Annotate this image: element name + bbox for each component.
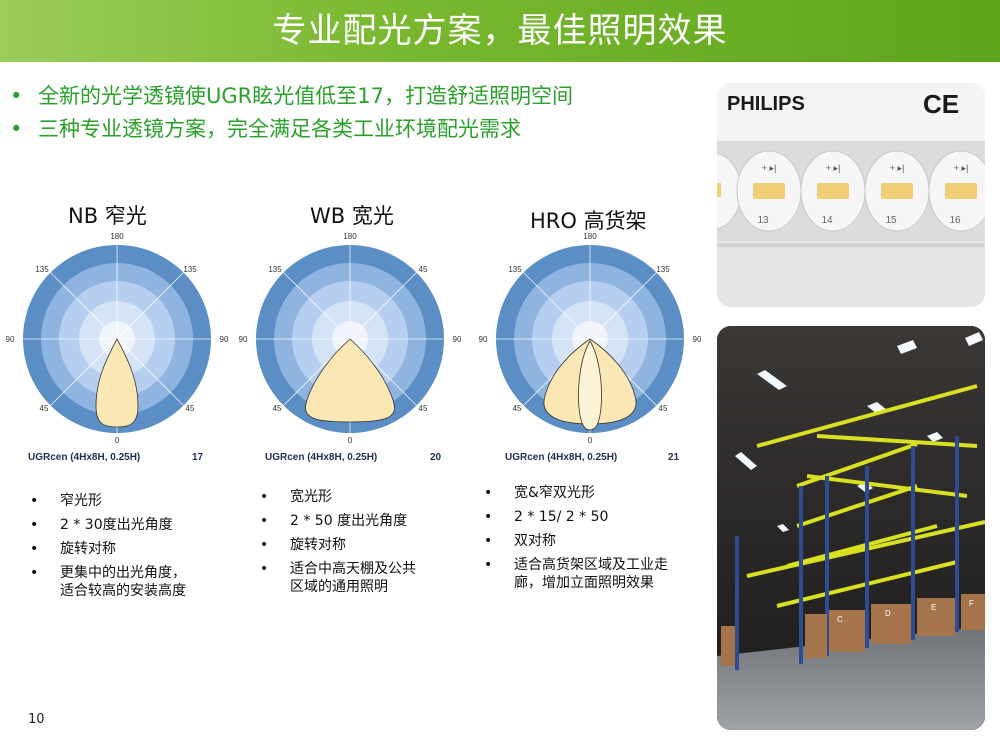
diagram-title-wb: WB 宽光 xyxy=(310,204,394,228)
feature-list-hro: •宽&窄双光形 •2 * 15/ 2 * 50 •双对称 •适合高货架区域及工业… xyxy=(484,484,709,598)
svg-text:+ ▸|: + ▸| xyxy=(826,163,841,173)
angle-label-left: 90 xyxy=(6,335,15,344)
feature-item: •2 * 50 度出光角度 xyxy=(260,513,408,529)
slide-title: 专业配光方案，最佳照明效果 xyxy=(272,11,728,51)
angle-label-lower-right: 45 xyxy=(659,404,668,413)
angle-label-bottom: 0 xyxy=(588,436,593,445)
led-chip xyxy=(817,183,849,199)
top-bullet-text: 三种专业透镜方案，完全满足各类工业环境配光需求 xyxy=(38,117,521,141)
feature-list-nb: •窄光形 •2 * 30度出光角度 •旋转对称 •更集中的出光角度， 适合较高的… xyxy=(30,492,240,606)
top-bullet-list: • 全新的光学透镜使UGR眩光值低至17，打造舒适照明空间 • 三种专业透镜方案，完… xyxy=(10,80,573,146)
led-number: 13 xyxy=(757,215,769,226)
angle-label-right: 90 xyxy=(220,335,229,344)
feature-item: •宽光形 xyxy=(260,489,332,505)
feature-item: •更集中的出光角度， 适合较高的安装高度 xyxy=(30,565,186,599)
svg-text:+ ▸|: + ▸| xyxy=(890,163,905,173)
angle-label-bottom: 0 xyxy=(115,436,120,445)
led-row: + ▸| + ▸| + ▸| + ▸| 13 14 15 16 xyxy=(717,150,985,232)
svg-text:+ ▸|: + ▸| xyxy=(762,163,777,173)
ugr-label: UGRcen (4Hx8H, 0.25H) xyxy=(265,452,378,463)
beam-shape-wb xyxy=(305,338,395,423)
angle-label-top: 180 xyxy=(110,232,124,241)
angle-label-upper-left: 135 xyxy=(268,265,282,274)
feature-item: •适合中高天棚及公共 区域的通用照明 xyxy=(260,561,416,595)
angle-label-lower-right: 45 xyxy=(186,404,195,413)
polar-diagram-wb: 180 135 45 90 90 45 45 0 xyxy=(239,232,462,445)
ugr-value: 21 xyxy=(668,452,680,463)
led-chip xyxy=(881,183,913,199)
angle-label-bottom: 0 xyxy=(348,436,353,445)
angle-label-upper-left: 135 xyxy=(508,265,522,274)
feature-item: •2 * 15/ 2 * 50 xyxy=(484,509,609,525)
ugr-label: UGRcen (4Hx8H, 0.25H) xyxy=(28,452,141,463)
angle-label-upper-left: 135 xyxy=(35,265,49,274)
feature-item: •旋转对称 xyxy=(260,537,346,553)
feature-item: •宽&窄双光形 xyxy=(484,485,595,501)
led-chip xyxy=(753,183,785,199)
beam-shape-nb xyxy=(95,338,139,428)
polar-diagram-hro: 180 135 135 90 90 45 45 0 xyxy=(479,232,702,445)
diagram-title-hro: HRO 高货架 xyxy=(530,209,647,233)
beam-shape-hro-narrow xyxy=(578,340,602,431)
svg-text:+ ▸|: + ▸| xyxy=(954,163,969,173)
bullet-marker: • xyxy=(30,541,39,557)
angle-label-upper-right: 135 xyxy=(656,265,670,274)
angle-label-lower-left: 45 xyxy=(40,404,49,413)
bullet-marker: • xyxy=(260,537,269,553)
diagram-title-nb: NB 窄光 xyxy=(68,204,147,228)
angle-label-right: 90 xyxy=(453,335,462,344)
polar-diagram-nb: 180 135 135 90 90 45 45 0 xyxy=(6,232,229,445)
angle-label-upper-right: 135 xyxy=(183,265,197,274)
angle-label-upper-right: 45 xyxy=(419,265,428,274)
ugr-label: UGRcen (4Hx8H, 0.25H) xyxy=(505,452,618,463)
angle-label-lower-left: 45 xyxy=(513,404,522,413)
led-number: 14 xyxy=(821,215,833,226)
warehouse-photo: C D E F xyxy=(717,326,985,730)
angle-label-left: 90 xyxy=(479,335,488,344)
feature-item: •适合高货架区域及工业走 廊，增加立面照明效果 xyxy=(484,557,668,591)
rack-label: C xyxy=(837,615,843,624)
feature-item: •双对称 xyxy=(484,533,556,549)
angle-label-lower-left: 45 xyxy=(273,404,282,413)
angle-label-left: 90 xyxy=(239,335,248,344)
bullet-marker: • xyxy=(260,489,269,505)
bullet-marker: • xyxy=(30,517,39,533)
philips-logo: PHILIPS xyxy=(727,93,805,115)
bullet-marker: • xyxy=(10,84,23,108)
bullet-marker: • xyxy=(484,509,493,525)
rack-label: E xyxy=(931,603,936,612)
angle-label-top: 180 xyxy=(583,232,597,241)
led-chip xyxy=(945,183,977,199)
bullet-marker: • xyxy=(484,533,493,549)
feature-list-wb: •宽光形 •2 * 50 度出光角度 •旋转对称 •适合中高天棚及公共 区域的通… xyxy=(260,488,470,602)
led-number: 15 xyxy=(885,215,897,226)
ugr-value: 17 xyxy=(192,452,204,463)
bullet-marker: • xyxy=(484,485,493,501)
bullet-marker: • xyxy=(10,117,23,141)
title-bar xyxy=(0,0,1000,62)
pallet-boxes xyxy=(721,594,985,666)
ugr-value: 20 xyxy=(430,452,442,463)
bullet-marker: • xyxy=(484,557,493,573)
top-bullet-item: • 三种专业透镜方案，完全满足各类工业环境配光需求 xyxy=(10,113,573,146)
feature-item: •旋转对称 xyxy=(30,541,116,557)
rack-uprights xyxy=(735,436,959,670)
bullet-marker: • xyxy=(30,565,39,581)
feature-item: •窄光形 xyxy=(30,493,102,509)
top-bullet-text: 全新的光学透镜使UGR眩光值低至17，打造舒适照明空间 xyxy=(38,84,573,108)
rack-label: F xyxy=(969,599,974,608)
bullet-marker: • xyxy=(260,561,269,577)
led-module-photo: PHILIPS CE + ▸| + ▸| + ▸| + ▸| 13 14 15 … xyxy=(717,83,985,307)
angle-label-right: 90 xyxy=(693,335,702,344)
bullet-marker: • xyxy=(30,493,39,509)
angle-label-lower-right: 45 xyxy=(419,404,428,413)
led-number: 16 xyxy=(949,215,961,226)
bullet-marker: • xyxy=(260,513,269,529)
rack-label: D xyxy=(885,609,891,618)
page-number: 10 xyxy=(28,712,45,727)
top-bullet-item: • 全新的光学透镜使UGR眩光值低至17，打造舒适照明空间 xyxy=(10,80,573,113)
angle-label-top: 180 xyxy=(343,232,357,241)
feature-item: •2 * 30度出光角度 xyxy=(30,517,173,533)
ce-mark: CE xyxy=(923,89,959,119)
